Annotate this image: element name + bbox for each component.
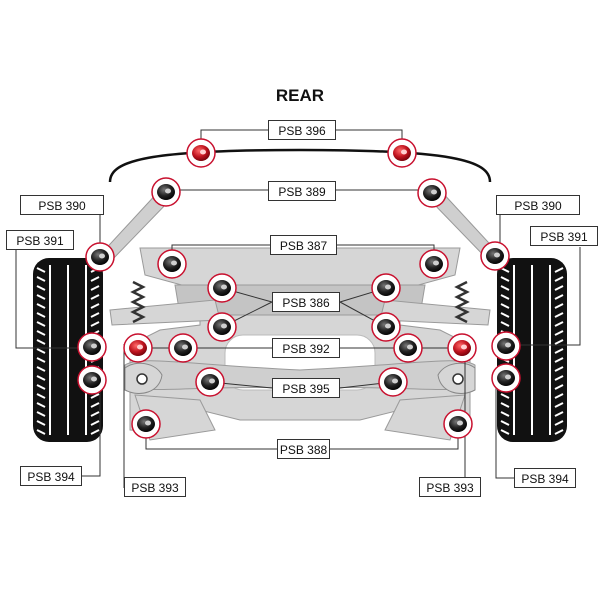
- label-psb389: PSB 389: [268, 181, 336, 201]
- bushes: [77, 138, 521, 439]
- tread-mark: [500, 420, 564, 426]
- bush-psb394-left: [77, 365, 107, 395]
- bush-psb389-right: [417, 178, 447, 208]
- bush-psb390-right: [480, 241, 510, 271]
- bush-psb396-right: [387, 138, 417, 168]
- tread-mark: [36, 420, 100, 426]
- bush-psb387-right: [419, 249, 449, 279]
- tread-mark: [500, 321, 564, 327]
- bush-psb387-left: [157, 249, 187, 279]
- label-psb390-left: PSB 390: [20, 195, 104, 215]
- label-psb393-left: PSB 393: [124, 477, 186, 497]
- bush-psb393-left: [131, 409, 161, 439]
- bush-psb396-left: [186, 138, 216, 168]
- tread-mark: [36, 321, 100, 327]
- tread-mark: [36, 294, 100, 300]
- label-psb395: PSB 395: [272, 378, 340, 398]
- label-psb393-right: PSB 393: [419, 477, 481, 497]
- bush-psb395-right: [378, 367, 408, 397]
- tread-mark: [500, 429, 564, 435]
- tread-mark: [36, 411, 100, 417]
- label-psb394-right: PSB 394: [514, 468, 576, 488]
- tread-mark: [36, 276, 100, 282]
- bush-psb386-lower-right: [371, 312, 401, 342]
- bush-psb391-left: [77, 332, 107, 362]
- tread-mark: [36, 312, 100, 318]
- tread-mark: [500, 303, 564, 309]
- coil-spring-right: [454, 280, 470, 324]
- tread-mark: [500, 393, 564, 399]
- bush-psb386-upper-right: [371, 273, 401, 303]
- bush-psb393-right: [443, 409, 473, 439]
- coil-spring-left: [130, 280, 146, 324]
- bush-psb391-right: [491, 331, 521, 361]
- label-psb391-right: PSB 391: [530, 226, 598, 246]
- bush-psb392-red-left: [123, 333, 153, 363]
- tread-mark: [36, 303, 100, 309]
- tread-mark: [36, 285, 100, 291]
- label-psb387: PSB 387: [270, 235, 337, 255]
- label-psb392: PSB 392: [272, 338, 340, 358]
- bush-psb389-left: [151, 177, 181, 207]
- label-psb388: PSB 388: [277, 439, 330, 459]
- tread-mark: [36, 393, 100, 399]
- hub-right: [437, 362, 476, 394]
- bush-psb390-left: [85, 242, 115, 272]
- label-psb386: PSB 386: [272, 292, 340, 312]
- body-outline: [108, 148, 492, 183]
- bush-psb392-right: [393, 333, 423, 363]
- tread-mark: [36, 429, 100, 435]
- tread-mark: [36, 402, 100, 408]
- tread-mark: [500, 312, 564, 318]
- bush-psb392-left: [168, 333, 198, 363]
- tread-mark: [500, 276, 564, 282]
- tread-mark: [500, 285, 564, 291]
- bush-psb392-red-right: [447, 333, 477, 363]
- tyre-right: [497, 258, 567, 442]
- label-psb394-left: PSB 394: [20, 466, 82, 486]
- bush-psb394-right: [491, 363, 521, 393]
- label-psb390-right: PSB 390: [496, 195, 580, 215]
- bush-psb386-upper-left: [207, 273, 237, 303]
- bush-psb395-left: [195, 367, 225, 397]
- tread-mark: [500, 402, 564, 408]
- hub-left: [124, 362, 163, 394]
- tread-mark: [500, 411, 564, 417]
- label-psb391-left: PSB 391: [6, 230, 74, 250]
- tread-mark: [500, 294, 564, 300]
- label-psb396: PSB 396: [268, 120, 336, 140]
- rear-title: REAR: [275, 86, 325, 105]
- bush-psb386-lower-left: [207, 312, 237, 342]
